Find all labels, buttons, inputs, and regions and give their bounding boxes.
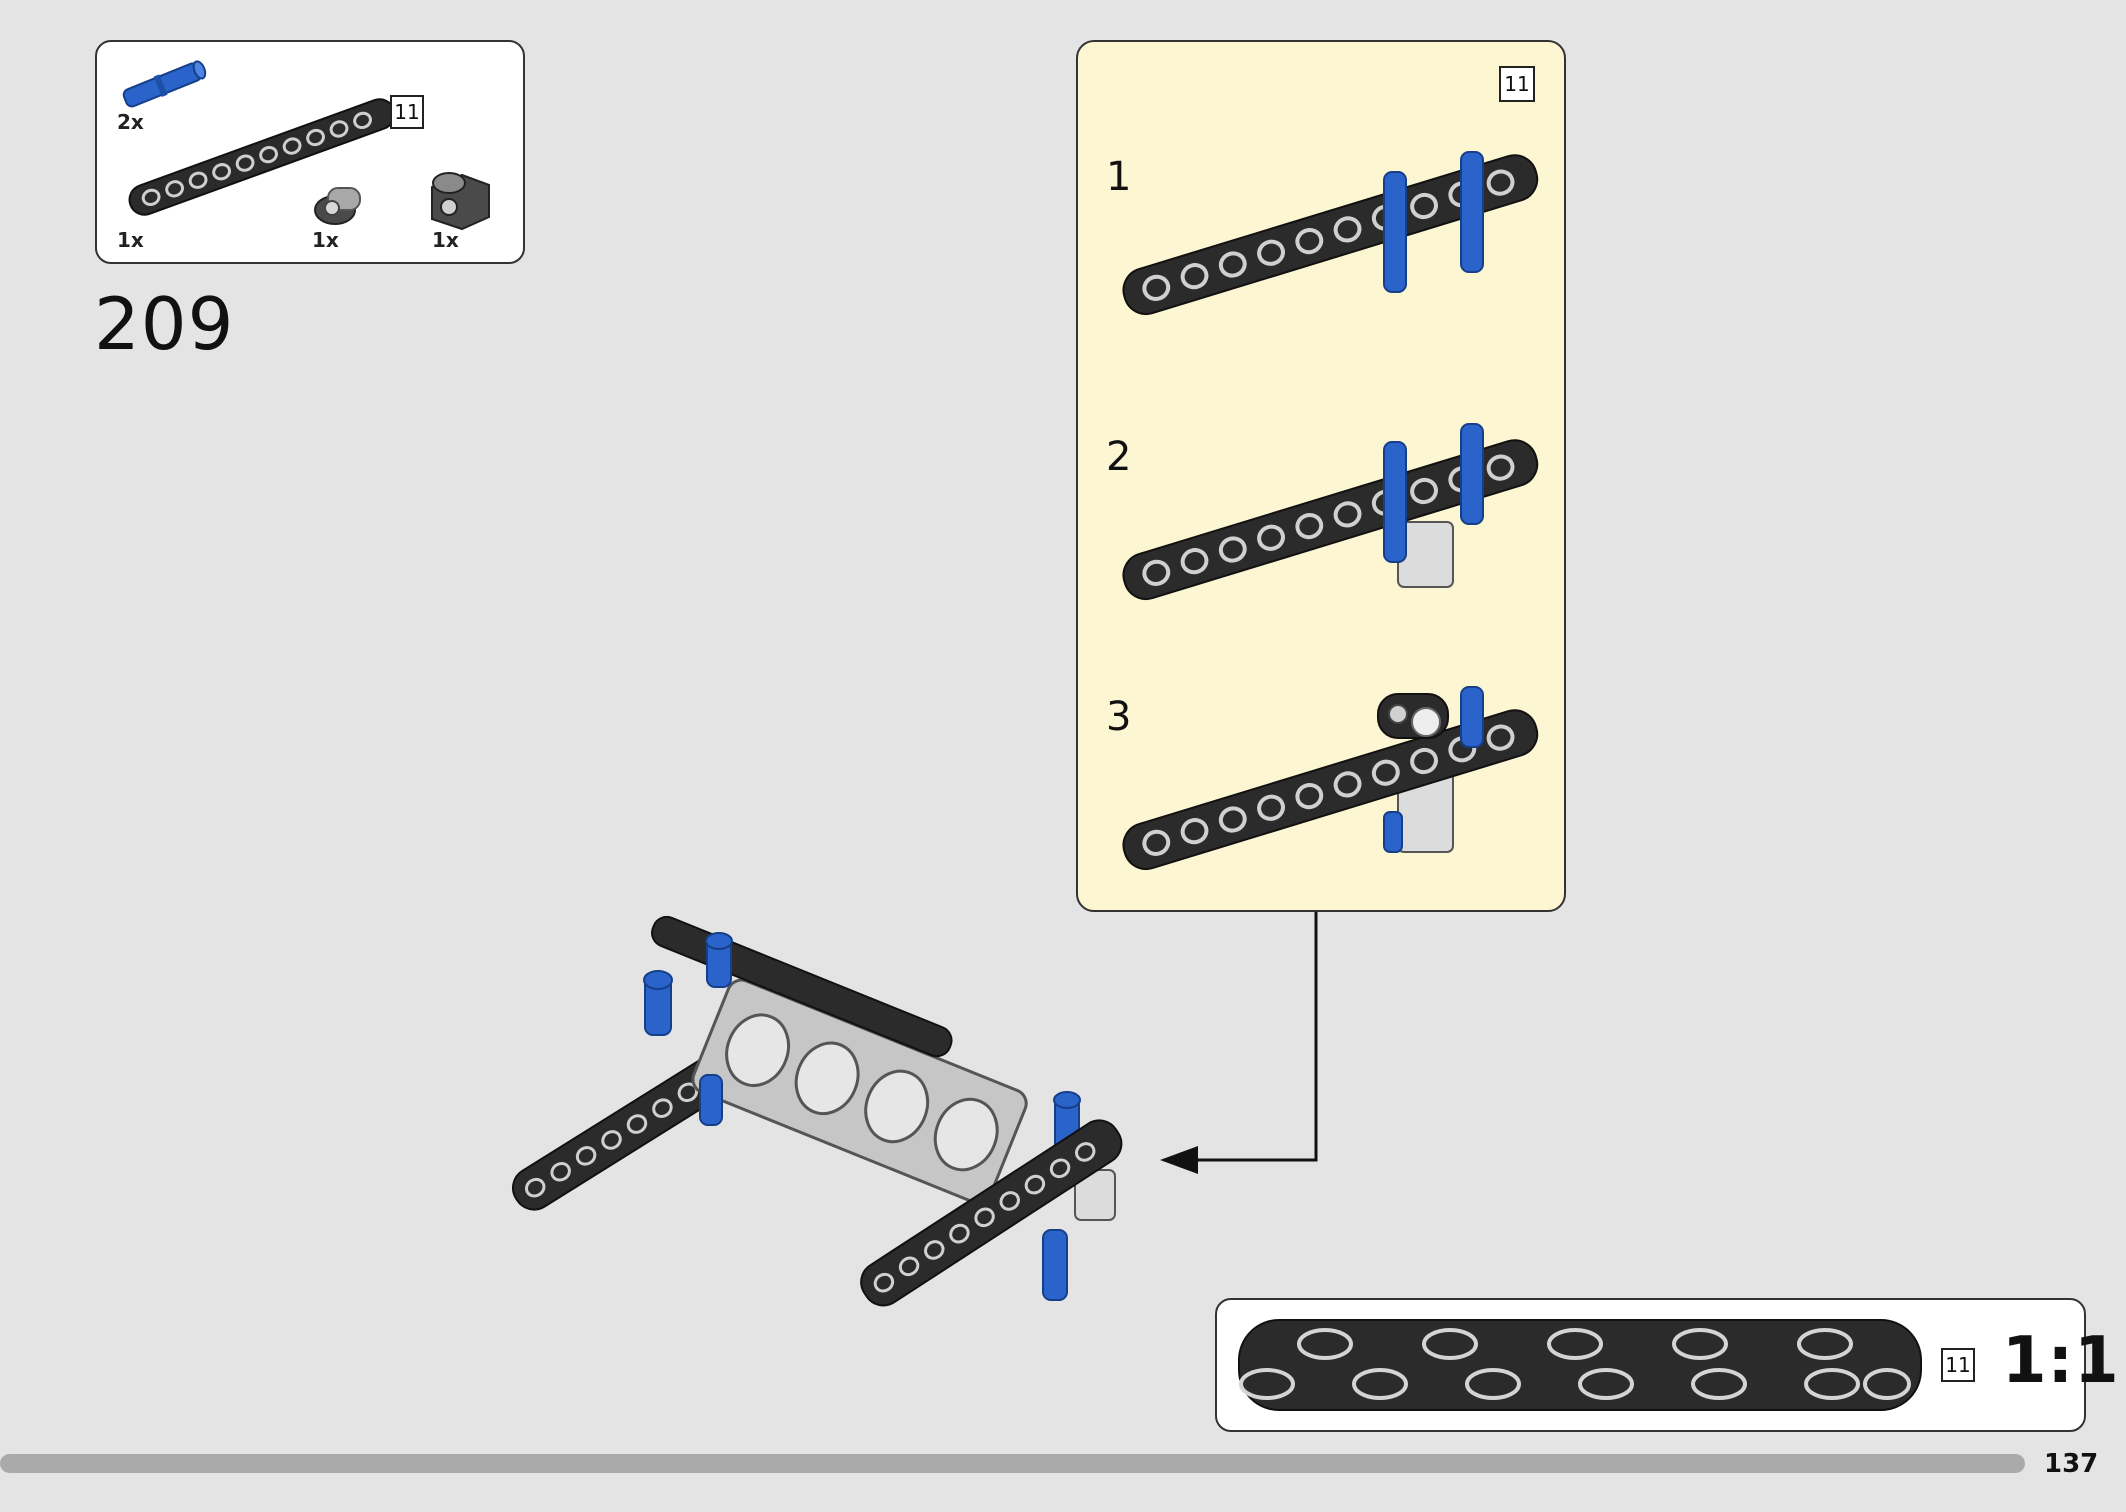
qty-gray-connector: 1x bbox=[312, 228, 339, 252]
page-progress-bar bbox=[0, 1454, 2025, 1473]
length-badge-parts: 11 bbox=[390, 95, 424, 129]
sub-assembly-callout: 11 1 2 bbox=[1076, 40, 1566, 912]
sub-step-1-image bbox=[1122, 151, 1539, 316]
sub-step-number-2: 2 bbox=[1106, 434, 1132, 480]
sub-step-number-3: 3 bbox=[1106, 694, 1132, 740]
blue-pin-part-image bbox=[122, 60, 207, 108]
length-badge-callout: 11 bbox=[1499, 66, 1535, 102]
sub-step-3-image bbox=[1122, 686, 1539, 871]
step-number: 209 bbox=[94, 282, 235, 366]
sub-step-2-image bbox=[1122, 423, 1539, 601]
qty-blue-pin: 2x bbox=[117, 110, 144, 134]
scale-reference-box: 11 1:1 bbox=[1215, 1298, 2119, 1432]
liftarm-part-image bbox=[128, 98, 396, 216]
connector-block-part-image bbox=[431, 172, 490, 231]
gray-connector-part-image bbox=[314, 187, 361, 225]
liftarm-1to1-image bbox=[1238, 1319, 1922, 1411]
parts-list-box: 2x 11 1x 1x 1x bbox=[95, 40, 525, 264]
sub-step-number-1: 1 bbox=[1106, 154, 1132, 200]
main-assembly-image bbox=[511, 915, 1123, 1307]
qty-liftarm: 1x bbox=[117, 228, 144, 252]
scale-label: 1:1 bbox=[2002, 1324, 2120, 1398]
length-badge-scale: 11 bbox=[1941, 1348, 1975, 1382]
page-number: 137 bbox=[2044, 1449, 2099, 1479]
qty-connector-block: 1x bbox=[432, 228, 459, 252]
